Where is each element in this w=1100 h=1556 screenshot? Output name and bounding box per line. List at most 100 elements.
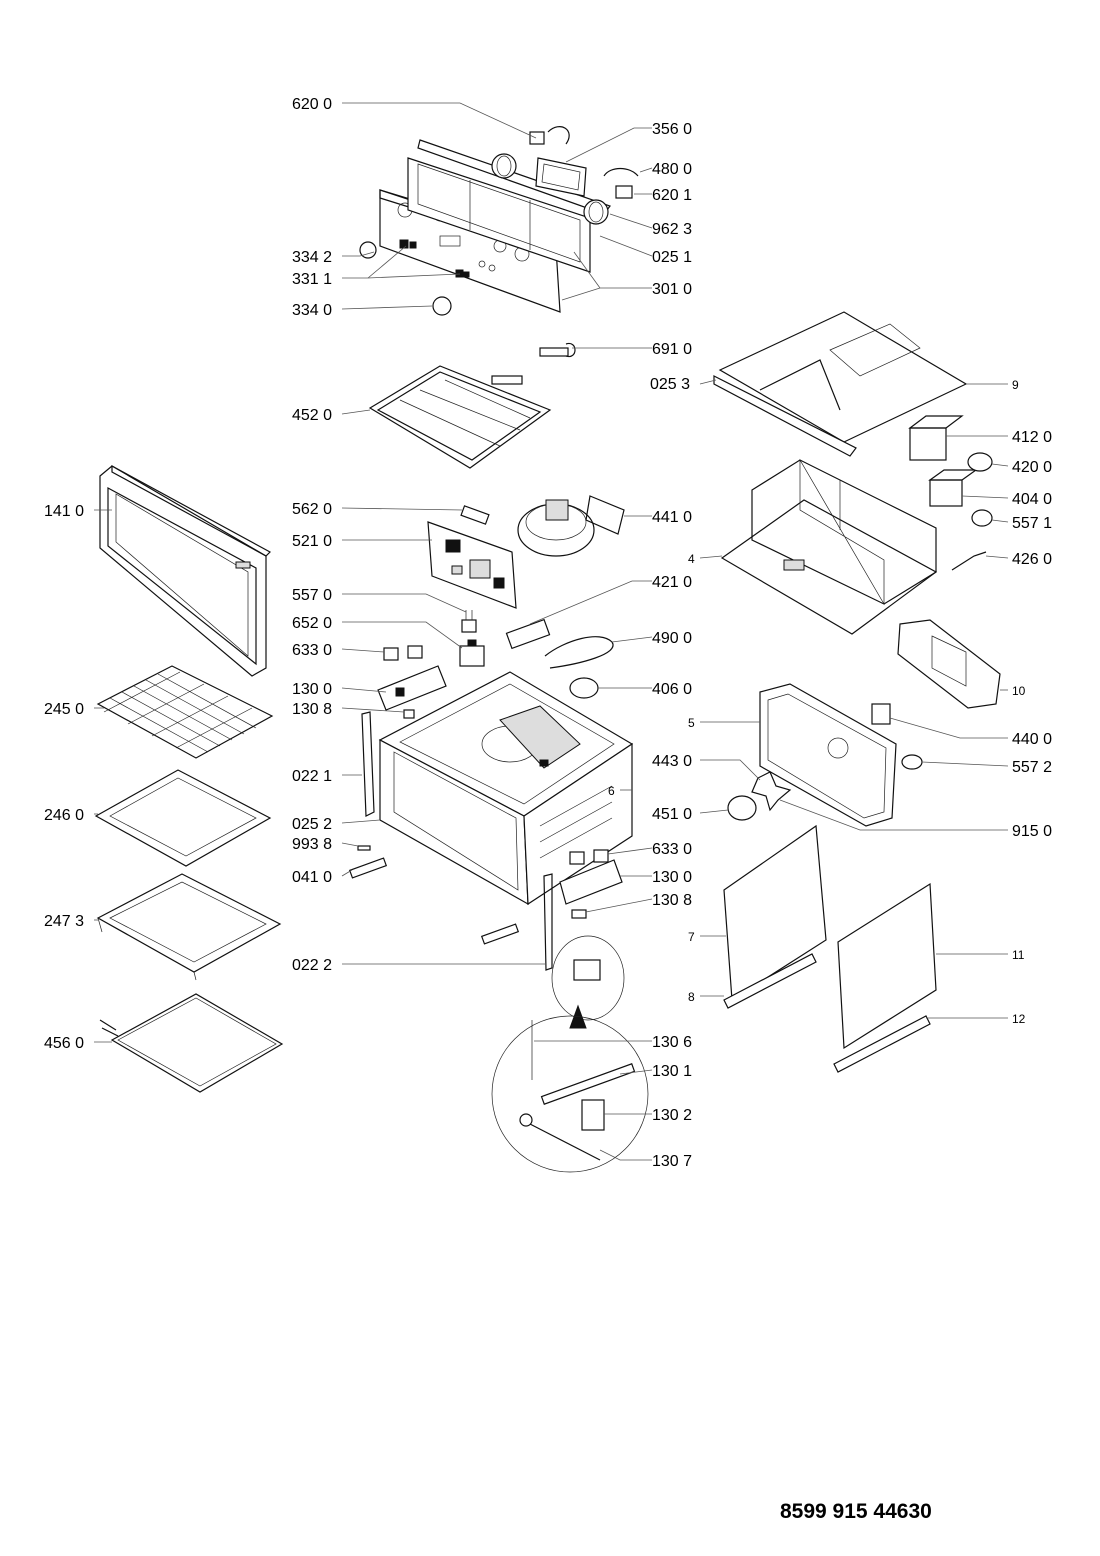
magnetron-404 [928,469,978,507]
front-strip-025-3 [713,375,857,457]
label-7: 7 [688,930,695,944]
label-4: 4 [688,552,695,566]
motor-652 [459,639,485,667]
label-130-0-bottom: 130 0 [652,869,692,886]
label-245-0: 245 0 [44,701,84,718]
label-022-1: 022 1 [292,768,332,785]
label-11: 11 [1012,948,1025,962]
lamp-holder-right [583,167,639,225]
label-557-0: 557 0 [292,587,332,604]
label-247-3: 247 3 [44,913,84,930]
label-962-3: 962 3 [652,221,692,238]
label-130-0-top: 130 0 [292,681,332,698]
oven-door [99,464,271,677]
label-301-0: 301 0 [652,281,692,298]
label-8: 8 [688,990,695,1004]
label-356-0: 356 0 [652,121,692,138]
label-480-0: 480 0 [652,161,692,178]
switch-440 [871,703,891,725]
outer-casing [759,683,897,827]
side-panel-7 [723,824,827,1002]
lamp-420 [967,452,993,472]
document-number: 8599 915 44630 [780,1500,932,1523]
baking-tray-deep [96,873,282,981]
label-557-2: 557 2 [1012,759,1052,776]
oven-cavity [378,671,634,906]
side-panel-11 [837,882,937,1050]
wire-426 [951,551,987,571]
side-rail-022-1 [361,711,375,817]
transformer-412 [908,415,964,461]
door-interlock-130-bottom [559,859,623,919]
label-421-0: 421 0 [652,574,692,591]
thermostat-557-0 [461,610,477,633]
cooling-fan-assembly [517,495,625,557]
label-562-0: 562 0 [292,501,332,518]
label-404-0: 404 0 [1012,491,1052,508]
latch-parts-993-041 [348,845,388,879]
label-620-1: 620 1 [652,187,692,204]
label-451-0: 451 0 [652,806,692,823]
label-130-8-top: 130 8 [292,701,332,718]
label-490-0: 490 0 [652,630,692,647]
label-412-0: 412 0 [1012,429,1052,446]
power-cord-490 [544,636,614,669]
fan-blade-443 [751,771,792,812]
label-420-0: 420 0 [1012,459,1052,476]
ring-element-451 [727,795,757,821]
grill-heating-element [368,365,552,469]
top-cover-plate [718,311,968,443]
label-426-0: 426 0 [1012,551,1052,568]
label-915-0: 915 0 [1012,823,1052,840]
label-12: 12 [1012,1012,1026,1026]
label-130-1: 130 1 [652,1063,692,1080]
label-456-0: 456 0 [44,1035,84,1052]
bottom-strip-8 [723,953,817,1009]
lamp-holder-left [491,126,570,179]
label-025-3: 025 3 [650,376,690,393]
detail-callout [491,935,649,1173]
label-025-2: 025 2 [292,816,332,833]
baking-tray-shallow [94,769,272,867]
control-circuit-board [427,521,517,609]
label-6: 6 [608,784,615,798]
label-440-0: 440 0 [1012,731,1052,748]
label-025-1: 025 1 [652,249,692,266]
label-334-2: 334 2 [292,249,332,266]
label-141-0: 141 0 [44,503,84,520]
waveguide-cover [897,619,1001,709]
label-022-2: 022 2 [292,957,332,974]
label-452-0: 452 0 [292,407,332,424]
label-406-0: 406 0 [652,681,692,698]
label-652-0: 652 0 [292,615,332,632]
label-521-0: 521 0 [292,533,332,550]
wire-shelf [96,665,274,759]
label-993-8: 993 8 [292,836,332,853]
label-246-0: 246 0 [44,807,84,824]
label-557-1: 557 1 [1012,515,1052,532]
thermostat-557-1 [971,509,993,527]
display-module [535,157,587,197]
sensor-probe-691 [539,342,576,358]
leader-lines [94,102,1009,1161]
label-691-0: 691 0 [652,341,692,358]
label-334-0: 334 0 [292,302,332,319]
label-130-8-bottom: 130 8 [652,892,692,909]
label-130-2: 130 2 [652,1107,692,1124]
label-10: 10 [1012,684,1026,698]
switches-633-top [383,645,423,661]
hinge-bottom [480,923,520,945]
label-633-0-bottom: 633 0 [652,841,692,858]
side-rail-022-2 [543,873,553,971]
part-labels: 620 0 356 0 480 0 620 1 962 3 025 1 334 … [44,96,1052,1170]
label-620-0: 620 0 [292,96,332,113]
switches-633-bottom [569,849,609,865]
label-633-0-top: 633 0 [292,642,332,659]
door-interlock-130-top [377,665,447,719]
thermostat-557-2 [901,754,923,770]
label-5: 5 [688,716,695,730]
fuse-562 [460,505,490,525]
label-331-1: 331 1 [292,271,332,288]
capacitor-421 [505,618,551,650]
